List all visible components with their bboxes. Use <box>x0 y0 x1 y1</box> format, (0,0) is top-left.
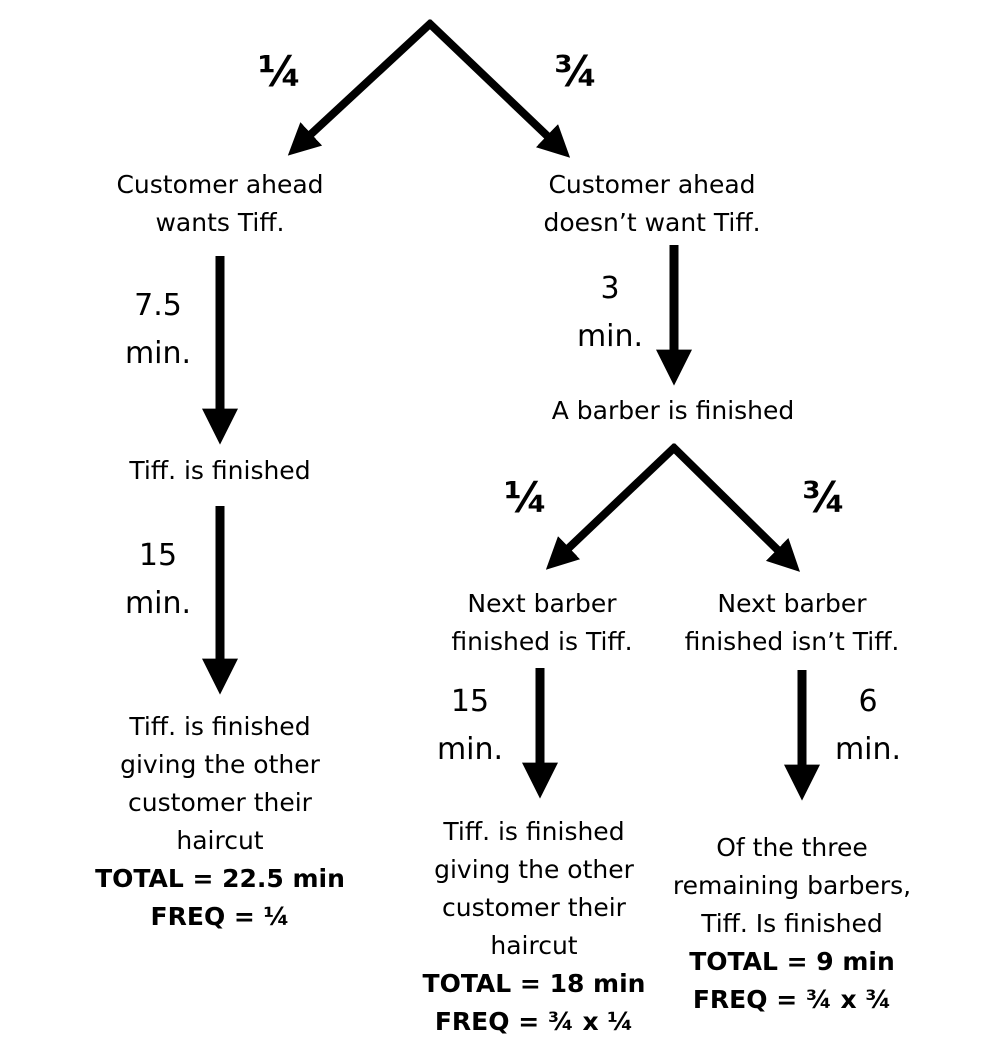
arrow-root-to-not-wants <box>425 19 571 158</box>
branch-prob-mid-right: ¾ <box>802 473 846 522</box>
node-next-barber-isnt-tiff: Next barber finished isn’t Tiff. <box>684 589 900 656</box>
leaf3-freq: FREQ = ¾ x ¾ <box>692 985 892 1014</box>
leaf1-total: TOTAL = 22.5 min <box>95 864 345 893</box>
node-next-barber-is-tiff: Next barber finished is Tiff. <box>451 589 633 656</box>
leaf-of-three-remaining-barbers: Of the three remaining barbers, Tiff. Is… <box>652 829 932 1019</box>
leaf-tiff-finished-haircut-left: Tiff. is finished giving the other custo… <box>80 708 360 936</box>
node-tiff-finished: Tiff. is finished <box>129 456 311 485</box>
arrow-barber-to-next-isnt-tiff <box>669 443 800 572</box>
node-customer-wants-tiff: Customer ahead wants Tiff. <box>116 170 324 237</box>
leaf2-total: TOTAL = 18 min <box>422 969 646 998</box>
time-label-15-min-middle: 15 min. <box>436 684 504 767</box>
time-label-7-5-min: 7.5 min. <box>124 288 192 371</box>
leaf3-total: TOTAL = 9 min <box>689 947 895 976</box>
leaf2-freq: FREQ = ¾ x ¼ <box>434 1007 634 1036</box>
leaf1-freq: FREQ = ¼ <box>150 902 290 931</box>
arrow-barber-to-next-is-tiff <box>545 443 679 570</box>
branch-prob-top-left: ¼ <box>258 47 302 96</box>
node-customer-doesnt-want-tiff: Customer ahead doesn’t want Tiff. <box>543 170 761 237</box>
time-label-3-min: 3 min. <box>576 271 644 354</box>
time-label-6-min: 6 min. <box>834 684 902 767</box>
leaf-tiff-finished-haircut-middle: Tiff. is finished giving the other custo… <box>394 813 674 1041</box>
arrow-root-to-wants <box>287 19 435 156</box>
node-barber-finished: A barber is finished <box>551 396 795 425</box>
time-label-15-min-left: 15 min. <box>124 538 192 621</box>
branch-prob-top-right: ¾ <box>554 47 598 96</box>
branch-prob-mid-left: ¼ <box>504 473 548 522</box>
